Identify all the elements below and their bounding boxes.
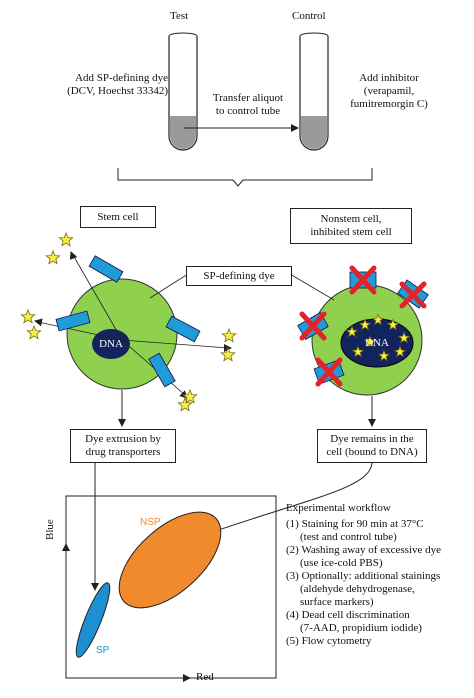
nsp-arrow [189,462,373,542]
workflow-step-2: (2) Washing away of excessive dye [286,544,441,556]
stem-cell-label: Stem cell [80,206,156,228]
dye-star-nucleus-5 [397,331,411,344]
inhibitor-line3: fumitremorgin C) [350,98,428,110]
bracket [117,168,373,187]
add-inhibitor-note: Add inhibitor (verapamil, fumitremorgin … [334,72,444,111]
nonstem-cell [297,265,429,396]
dna-label-right: DNA [365,337,389,349]
dye-star-outside-8 [182,388,198,404]
transfer-line1: Transfer aliquot [212,92,284,104]
y-axis-label: Blue [44,519,56,540]
dye-star-nucleus-6 [351,345,365,358]
add-dye-line2: (DCV, Hoechst 33342) [67,85,168,97]
transporter-1 [88,255,124,283]
inhibitor-line1: Add inhibitor [359,72,419,84]
stem-cell-nucleus [92,329,130,359]
transfer-note: Transfer aliquot to control tube [198,92,298,118]
dye-pointer-right [289,273,335,301]
workflow-step-1-detail: (test and control tube) [300,531,397,543]
dye-pointer-left [149,273,189,299]
workflow-step-4: (4) Dead cell discrimination [286,609,410,621]
dye-star-nucleus-1 [345,325,359,338]
test-tube-liquid [170,116,196,149]
dye-star-nucleus-4 [386,318,400,331]
workflow-panel: Experimental workflow (1) Staining for 9… [286,502,468,648]
dna-label-left: DNA [99,338,123,350]
dye-star-outside-4 [26,324,42,340]
test-tube [168,32,198,151]
workflow-title: Experimental workflow [286,502,391,514]
dye-star-outside-1 [58,231,74,247]
dye-star-outside-2 [45,249,61,265]
workflow-step-2-detail: (use ice-cold PBS) [300,557,383,569]
workflow-step-4-detail: (7-AAD, propidium iodide) [300,622,422,634]
transporter-2 [55,310,91,332]
dye-remains-box: Dye remains in the cell (bound to DNA) [317,429,427,463]
workflow-step-1: (1) Staining for 90 min at 37°C [286,518,424,530]
dye-star-outside-7 [177,396,193,412]
dye-star-nucleus-3 [371,313,385,326]
sp-label: SP [96,645,110,656]
workflow-step-3: (3) Optionally: additional stainings [286,570,441,582]
dye-extrusion-box: Dye extrusion by drug transporters [70,429,176,463]
nsp-label: NSP [140,517,161,528]
inhibitor-line2: (verapamil, [363,85,415,97]
dye-star-outside-6 [220,346,236,362]
x-axis-label: Red [196,671,214,683]
dye-star-nucleus-7 [377,349,391,362]
nsp-population [118,511,222,609]
control-tube [299,32,329,151]
control-tube-liquid [301,116,327,149]
dye-star-outside-5 [221,327,237,343]
transporter-3 [165,315,201,343]
dye-star-nucleus-8 [393,345,407,358]
workflow-step-3-detail-a: (aldehyde dehydrogenase, [300,583,415,595]
control-tube-label: Control [292,10,326,22]
workflow-step-3-detail-b: surface markers) [300,596,374,608]
test-tube-label: Test [170,10,189,22]
dye-star-nucleus-9 [363,335,377,348]
add-dye-note: Add SP-defining dye (DCV, Hoechst 33342) [56,72,168,98]
transporter-4 [148,352,176,388]
dye-label: SP-defining dye [186,266,292,286]
dye-star-nucleus-2 [358,318,372,331]
stem-cell [34,251,232,399]
transfer-line2: to control tube [215,105,281,117]
nonstem-cell-label: Nonstem cell, inhibited stem cell [290,208,412,244]
sp-population [75,582,111,658]
dye-star-outside-3 [20,308,36,324]
add-dye-line1: Add SP-defining dye [75,72,168,84]
workflow-step-5: (5) Flow cytometry [286,635,372,647]
